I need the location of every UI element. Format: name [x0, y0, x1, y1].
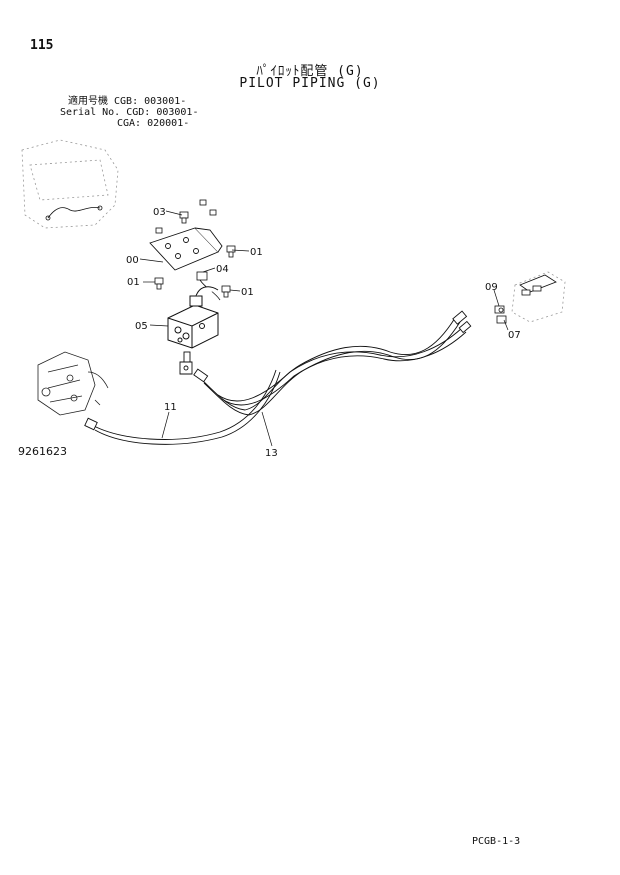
title-english: PILOT PIPING (G): [239, 76, 381, 91]
fittings-09-07: [494, 305, 507, 324]
callout-01-a: 01: [250, 247, 263, 258]
callout-01-c: 01: [241, 287, 254, 298]
footer-code: PCGB-1-3: [472, 836, 521, 847]
serial-line-2: Serial No. CGD: 003001-: [60, 107, 199, 118]
drawing-id: 9261623: [18, 445, 67, 458]
callout-03: 03: [153, 207, 166, 218]
bolts: [154, 199, 236, 298]
callout-07: 07: [508, 330, 521, 341]
solenoid-valve: [167, 286, 219, 349]
callout-01-b: 01: [127, 277, 140, 288]
leader-lines: [139, 210, 509, 447]
callout-04: 04: [216, 264, 229, 275]
serial-line-3: CGA: 020001-: [117, 118, 190, 129]
page-number: 115: [30, 38, 54, 53]
callout-00: 00: [126, 255, 139, 266]
elbow-fitting: [179, 351, 193, 375]
machine-outline: [21, 139, 119, 229]
pilot-valve-outline: [511, 271, 566, 323]
pilot-valve-body: [519, 274, 557, 296]
bracket-plate: [149, 227, 223, 271]
callout-09: 09: [485, 282, 498, 293]
machine-harness: [45, 205, 103, 221]
serial-line-1: 適用号機 CGB: 003001-: [68, 96, 187, 107]
hose-13: [193, 310, 472, 416]
title-japanese: ﾊﾟｲﾛｯﾄ配管 (G): [256, 64, 364, 79]
callout-13: 13: [265, 448, 278, 459]
hose-11: [84, 369, 281, 445]
control-valve: [37, 351, 109, 416]
callout-11: 11: [164, 402, 177, 413]
callout-05: 05: [135, 321, 148, 332]
